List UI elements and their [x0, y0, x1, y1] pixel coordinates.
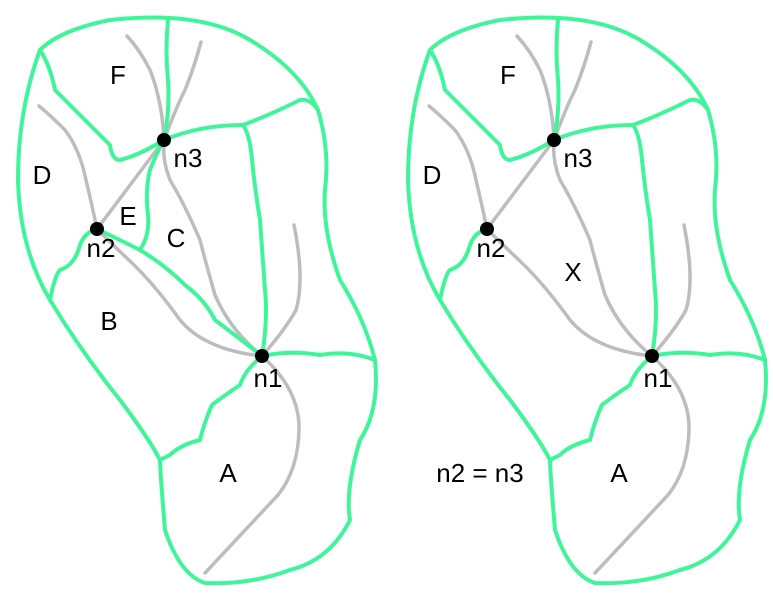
- node-n3: [547, 133, 561, 147]
- divide-f-top: [162, 18, 171, 142]
- region-label-a: A: [610, 458, 628, 488]
- stream-side: [650, 223, 692, 358]
- left-panel: F D E C B A n1 n2 n3: [16, 15, 378, 586]
- right-panel: F D X A n1 n2 n3: [406, 15, 768, 586]
- divide-a-right: [260, 350, 377, 362]
- stream-main-b: [485, 227, 654, 358]
- region-label-c: C: [167, 223, 186, 253]
- stream-f2: [162, 40, 203, 142]
- region-label-x: X: [564, 257, 581, 287]
- right-nodes: [480, 133, 659, 363]
- divide-x-right: [631, 123, 658, 358]
- stream-main-c: [161, 138, 264, 358]
- region-label-a: A: [219, 458, 237, 488]
- divide-outer: [406, 15, 768, 586]
- right-divides: [406, 15, 768, 586]
- divide-a-right: [650, 350, 767, 362]
- node-label-n3: n3: [564, 143, 593, 173]
- stream-main-b: [95, 227, 264, 358]
- region-label-f: F: [500, 60, 516, 90]
- divide-d-f: [38, 48, 166, 162]
- node-label-n2: n2: [477, 233, 506, 263]
- right-labels: F D X A n1 n2 n3: [423, 60, 673, 488]
- region-label-f: F: [110, 60, 126, 90]
- region-label-b: B: [100, 306, 117, 336]
- divide-b-top: [48, 227, 264, 358]
- stream-n2-n3: [485, 138, 556, 231]
- stream-d: [37, 104, 99, 231]
- node-n1: [645, 349, 659, 363]
- left-divides: [16, 15, 378, 586]
- stream-main-lower: [593, 354, 691, 575]
- divide-n3-east: [162, 97, 320, 142]
- stream-main-c: [551, 138, 654, 358]
- stream-f1: [125, 34, 166, 142]
- node-n1: [255, 349, 269, 363]
- divide-d-f: [428, 48, 556, 162]
- right-stream-network: [427, 34, 692, 575]
- region-label-e: E: [119, 201, 136, 231]
- node-n3: [157, 133, 171, 147]
- divide-a-upper: [158, 354, 264, 462]
- node-label-n1: n1: [644, 363, 673, 393]
- divide-c-right: [241, 123, 268, 358]
- left-nodes: [90, 133, 269, 363]
- divide-n3-east: [552, 97, 710, 142]
- divide-f-top: [552, 18, 561, 142]
- node-label-n2: n2: [87, 233, 116, 263]
- node-label-n1: n1: [254, 363, 283, 393]
- node-n2: [90, 222, 104, 236]
- divide-a-upper: [548, 354, 654, 462]
- region-label-d: D: [423, 160, 442, 190]
- stream-main-lower: [203, 354, 301, 575]
- stream-d: [427, 104, 489, 231]
- node-label-n3: n3: [174, 143, 203, 173]
- divide-outer: [16, 15, 378, 586]
- divide-c-e: [138, 138, 166, 252]
- region-label-d: D: [33, 160, 52, 190]
- divide-x-west: [438, 227, 489, 302]
- node-n2: [480, 222, 494, 236]
- left-labels: F D E C B A n1 n2 n3: [33, 60, 283, 488]
- equivalence-caption: n2 = n3: [436, 458, 523, 488]
- left-stream-network: [37, 34, 302, 575]
- stream-side: [260, 223, 302, 358]
- stream-f2: [552, 40, 593, 142]
- stream-f1: [515, 34, 556, 142]
- stream-n2-n3: [95, 138, 166, 231]
